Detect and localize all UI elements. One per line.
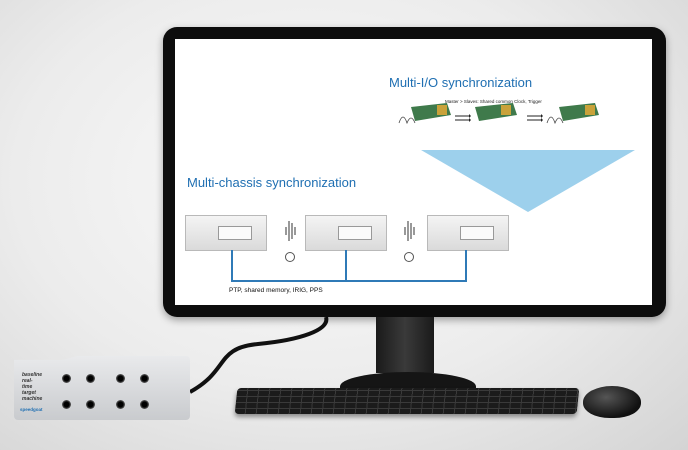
target-machine-label: baseline real-time target machine	[22, 372, 43, 402]
target-port	[116, 400, 125, 409]
io-board-slave-1	[475, 103, 517, 121]
monitor: Multi-I/O synchronization Master > Slave…	[163, 27, 666, 317]
wire-down-1	[231, 250, 233, 282]
target-port	[62, 374, 71, 383]
sync-arrow-2	[527, 114, 543, 122]
target-logo: speedgoat	[20, 407, 43, 412]
wire-horizontal	[231, 280, 467, 282]
mouse	[583, 386, 641, 418]
target-port	[86, 400, 95, 409]
monitor-stand	[376, 317, 434, 373]
chassis-caption: PTP, shared memory, IRIG, PPS	[229, 287, 323, 294]
keyboard	[234, 388, 580, 414]
pulse-icon-1	[285, 221, 296, 241]
target-port	[140, 400, 149, 409]
sync-triangle	[421, 150, 635, 212]
target-port	[86, 374, 95, 383]
wire-down-2	[345, 250, 347, 282]
target-port	[140, 374, 149, 383]
io-board-slave-2	[546, 103, 599, 125]
io-caption: Master > Slaves: Shared common Clock, Tr…	[445, 99, 542, 104]
io-board-master	[398, 103, 451, 125]
chassis-unit-3	[427, 215, 509, 251]
target-machine	[14, 356, 190, 420]
pulse-icon-2	[404, 221, 415, 241]
chassis-unit-1	[185, 215, 267, 251]
multi-io-title: Multi-I/O synchronization	[389, 75, 533, 90]
target-port	[62, 400, 71, 409]
wire-down-3	[465, 250, 467, 282]
clock-icon-1	[285, 252, 295, 262]
sync-arrow-1	[455, 114, 471, 122]
monitor-screen: Multi-I/O synchronization Master > Slave…	[175, 39, 652, 305]
target-port	[116, 374, 125, 383]
clock-icon-2	[404, 252, 414, 262]
multi-chassis-title: Multi-chassis synchronization	[187, 175, 357, 190]
chassis-unit-2	[305, 215, 387, 251]
